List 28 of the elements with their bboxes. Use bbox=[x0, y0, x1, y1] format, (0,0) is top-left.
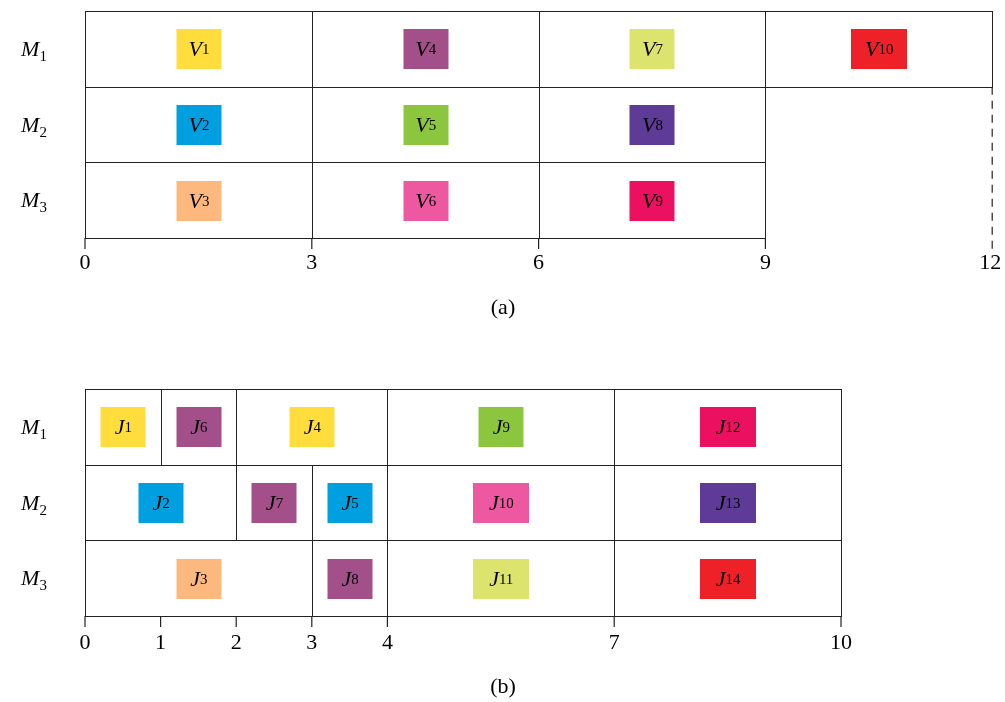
tick-label: 9 bbox=[759, 249, 771, 276]
machine-label: M$_{1}$ bbox=[21, 413, 47, 440]
machine-label: M$_{3}$ bbox=[21, 187, 47, 214]
gantt-cell bbox=[85, 11, 313, 88]
gantt-cell bbox=[538, 162, 767, 240]
tick-label: 12 bbox=[979, 249, 1002, 276]
tick-label: 10 bbox=[830, 629, 852, 656]
panel-caption: (b) bbox=[490, 673, 516, 699]
machine-label: M$_{2}$ bbox=[21, 489, 47, 516]
panel-caption: (a) bbox=[490, 294, 516, 320]
tick-label: 3 bbox=[306, 629, 318, 656]
gantt-cell bbox=[614, 540, 842, 618]
tick-label: 3 bbox=[306, 249, 318, 276]
gantt-cell bbox=[85, 389, 162, 466]
machine-label: M$_{1}$ bbox=[21, 35, 47, 62]
tick-label: 0 bbox=[79, 249, 91, 276]
tick-label: 1 bbox=[155, 629, 167, 656]
tick-label: 4 bbox=[381, 629, 393, 656]
tick-label: 0 bbox=[79, 629, 91, 656]
tick-label: 7 bbox=[608, 629, 620, 656]
machine-label: M$_{2}$ bbox=[21, 111, 47, 138]
gantt-cell bbox=[765, 11, 994, 88]
machine-label: M$_{3}$ bbox=[21, 565, 47, 592]
gantt-cell bbox=[614, 389, 842, 466]
tick-label: 6 bbox=[533, 249, 545, 276]
tick-label: 2 bbox=[230, 629, 242, 656]
gantt-cell bbox=[85, 540, 313, 618]
gantt-cell bbox=[85, 162, 313, 240]
